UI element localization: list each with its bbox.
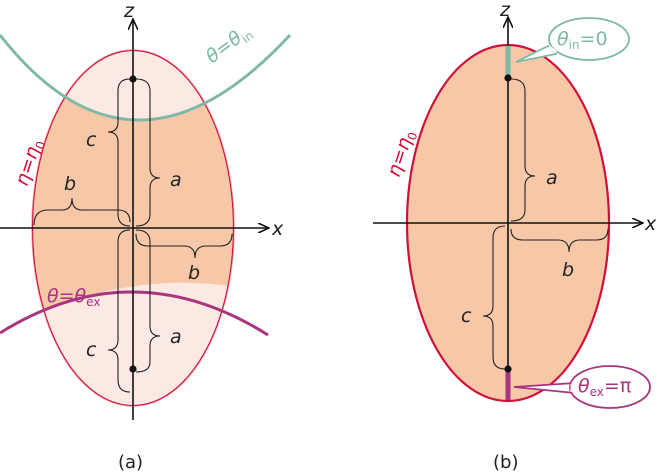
x-axis-label-a: x xyxy=(271,218,284,240)
theta-in-curve-a xyxy=(0,33,292,122)
brace-b-b xyxy=(510,228,609,253)
focus-bottom-a xyxy=(129,365,137,373)
brace-c-b xyxy=(482,225,506,370)
callout-theta-in: θin=0 xyxy=(515,17,630,63)
label-b-right: b xyxy=(188,262,200,284)
label-c-top: c xyxy=(86,129,97,151)
x-axis-label-b: x xyxy=(644,213,657,235)
eta-label-a: η=η0 xyxy=(11,136,49,189)
z-axis-label-a: z xyxy=(123,0,135,22)
label-b-b: b xyxy=(562,259,574,281)
brace-c-bottom xyxy=(107,229,131,393)
label-a-b: a xyxy=(546,167,558,189)
caption-a: (a) xyxy=(118,452,143,473)
focus-top-a xyxy=(129,75,137,83)
label-a-top: a xyxy=(170,169,182,191)
focus-top-b xyxy=(504,74,512,82)
theta-ex-label-b: θex=π xyxy=(578,375,631,399)
callout-theta-ex: θex=π xyxy=(513,365,651,409)
brace-a-top xyxy=(135,78,161,227)
z-axis-label-b: z xyxy=(499,0,511,21)
brace-c-top xyxy=(107,78,131,227)
brace-b-right xyxy=(135,233,233,259)
brace-b-left xyxy=(33,197,131,226)
theta-in-label-a: θ=θin xyxy=(202,20,256,69)
label-c-bottom: c xyxy=(86,339,97,361)
panel-a: z x c a b b a c η=η0 θ=θin θ=θex (a) xyxy=(0,0,292,473)
theta-ex-label-a: θ=θex xyxy=(47,285,100,309)
panel-b: z x a b c η=η0 θin=0 θex=π (b) xyxy=(373,0,657,473)
brace-a-bottom xyxy=(135,229,161,373)
focus-bottom-b xyxy=(504,365,512,373)
caption-b: (b) xyxy=(493,452,518,473)
eta-label-b: η=η0 xyxy=(383,127,421,180)
label-b-left: b xyxy=(64,173,76,195)
brace-a-b xyxy=(510,78,536,222)
label-c-b: c xyxy=(461,305,472,327)
theta-in-label-b: θin=0 xyxy=(557,28,608,52)
label-a-bottom: a xyxy=(170,326,182,348)
